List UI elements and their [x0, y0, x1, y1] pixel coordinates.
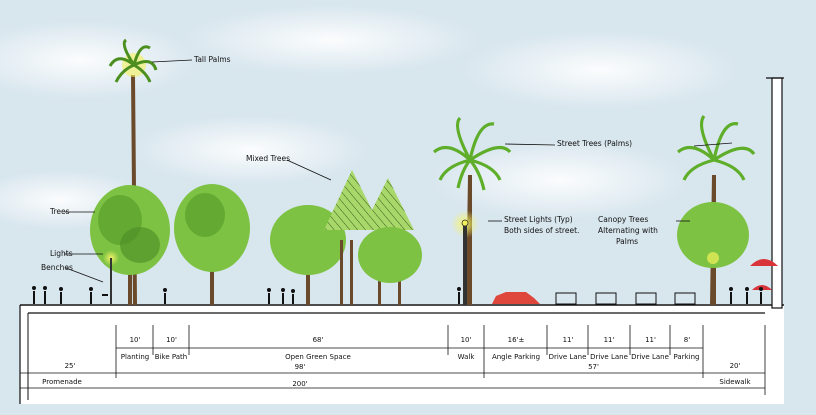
label-street-lights-2: Both sides of street. [504, 226, 580, 235]
street-light [451, 210, 479, 305]
label-canopy-3: Palms [616, 237, 639, 246]
label-tall-palms: Tall Palms [194, 55, 231, 64]
dim-drive3: Drive Lane [631, 353, 669, 361]
dim-planting: Planting [120, 353, 150, 361]
label-trees: Trees [50, 207, 70, 216]
dim-drive2-width: 11' [603, 336, 615, 344]
dim-angle-parking: Angle Parking [491, 353, 541, 361]
left-lights [103, 250, 119, 304]
dim-sidewalk: Sidewalk [719, 378, 751, 386]
dim-drive3-width: 11' [645, 336, 656, 344]
street-palm-1 [432, 116, 512, 305]
dim-parking-width: 8' [683, 336, 691, 344]
dim-bike-path: Bike Path [154, 353, 188, 361]
dim-bike-width: 10' [166, 336, 177, 344]
label-benches: Benches [41, 263, 73, 272]
dim-drive1: Drive Lane [548, 353, 587, 361]
cars [492, 292, 696, 305]
dim-planting-width: 10' [129, 336, 141, 344]
label-canopy-2: Alternating with [598, 226, 658, 235]
dim-street-width: 57' [588, 363, 599, 371]
dim-drive1-width: 11' [562, 336, 574, 344]
dim-total-width: 200' [292, 380, 308, 388]
dim-angle-width: 16'± [507, 336, 525, 344]
dim-open-green: Open Green Space [285, 353, 351, 361]
dimension-lines [19, 325, 766, 395]
dim-parking: Parking [673, 353, 700, 361]
people [32, 286, 763, 304]
dim-walk-width: 10' [460, 336, 472, 344]
dim-promenade-width: 25' [64, 362, 76, 370]
dim-drive2: Drive Lane [590, 353, 628, 361]
label-canopy-1: Canopy Trees [598, 215, 649, 224]
dim-walk: Walk [457, 353, 475, 361]
mixed-trees [270, 170, 422, 305]
label-street-lights-1: Street Lights (Typ) [504, 215, 573, 224]
dim-promenade: Promenade [42, 378, 82, 386]
leader-lines [64, 59, 733, 283]
street-palm-2 [676, 115, 756, 305]
ground [20, 304, 784, 404]
label-street-trees: Street Trees (Palms) [557, 139, 633, 148]
dim-green-width: 68' [312, 336, 324, 344]
label-mixed-trees: Mixed Trees [246, 154, 291, 163]
dim-middle-width: 98' [294, 363, 306, 371]
dim-sidewalk-width: 20' [729, 362, 741, 370]
label-lights: Lights [50, 249, 73, 258]
building-wall [771, 77, 783, 309]
